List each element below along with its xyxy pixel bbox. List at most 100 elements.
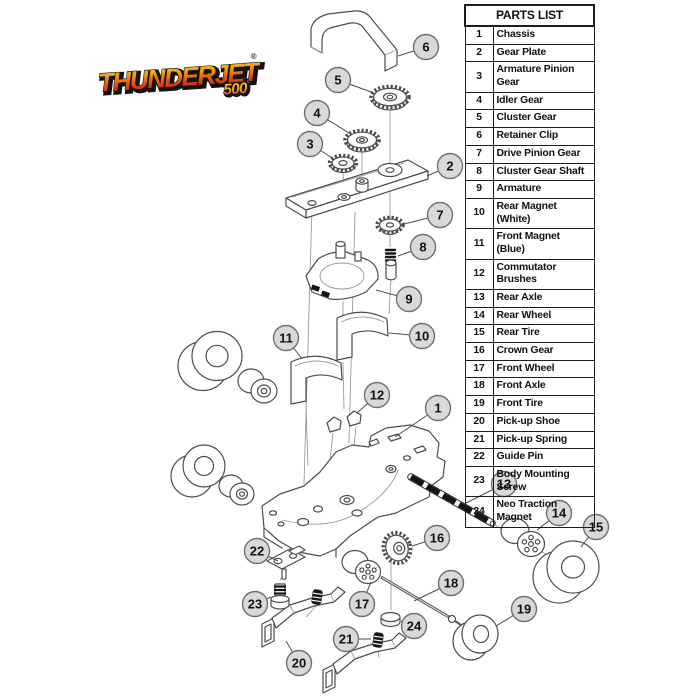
part-number: 10	[464, 197, 494, 230]
part-number: 6	[464, 127, 494, 146]
part-name: Front Tire	[492, 395, 595, 414]
callout-8	[409, 233, 437, 261]
guide-pin-drawing	[266, 545, 306, 580]
callout-number: 12	[370, 388, 384, 403]
callout-number: 2	[446, 159, 453, 174]
part-name: Armature	[492, 180, 595, 199]
callout-number: 22	[250, 544, 264, 559]
part-number: 19	[464, 395, 494, 414]
part-number: 20	[464, 412, 494, 432]
part-number: 16	[464, 342, 494, 361]
callout-number: 1	[434, 401, 441, 416]
part-name: Pick-up Spring	[492, 430, 595, 450]
front-tire-drawing	[452, 614, 499, 661]
callout-number: 21	[339, 632, 353, 647]
callout-3	[296, 130, 324, 158]
body-mounting-screw-drawing	[270, 583, 290, 610]
callout-9	[395, 285, 423, 313]
logo-500-text: 500	[223, 80, 249, 99]
callout-20	[285, 649, 313, 677]
callout-4	[303, 99, 331, 127]
callout-number: 4	[313, 106, 321, 121]
part-number: 24	[464, 496, 494, 528]
front-magnet-drawing	[290, 355, 343, 405]
part-number: 22	[464, 448, 494, 467]
part-name: Pick-up Shoe	[492, 412, 595, 432]
part-name: Cluster Gear	[492, 109, 595, 129]
part-number: 4	[464, 91, 494, 111]
part-name: Rear Wheel	[492, 306, 595, 326]
callout-22	[243, 537, 271, 565]
part-number: 5	[464, 109, 494, 129]
callout-number: 10	[415, 329, 429, 344]
part-name: Chassis	[492, 25, 595, 45]
callout-number: 18	[444, 576, 458, 591]
front-axle-drawing	[380, 575, 462, 626]
part-name: Guide Pin	[492, 448, 595, 467]
callout-17	[348, 590, 376, 618]
part-number: 17	[464, 359, 494, 379]
part-name: Retainer Clip	[492, 127, 595, 146]
callout-7	[426, 201, 454, 229]
pickup-spring2-drawing	[372, 631, 384, 649]
part-name: Crown Gear	[492, 342, 595, 361]
part-number: 11	[464, 228, 494, 260]
callout-number: 9	[405, 292, 412, 307]
part-number: 23	[464, 465, 494, 498]
crown-gear-drawing	[381, 530, 413, 566]
callout-6	[412, 33, 440, 61]
part-name: Cluster Gear Shaft	[492, 162, 595, 182]
part-number: 3	[464, 61, 494, 93]
part-name: Neo Traction Magnet	[492, 496, 595, 528]
callout-number: 3	[306, 137, 313, 152]
part-number: 7	[464, 144, 494, 164]
front-wheel-drawing	[341, 549, 382, 585]
part-name: Rear Tire	[492, 324, 595, 344]
part-name: Rear Magnet (White)	[492, 197, 595, 230]
callout-24	[400, 612, 428, 640]
idler-gear-drawing	[343, 128, 381, 153]
part-name: Rear Axle	[492, 289, 595, 308]
part-number: 1	[464, 25, 494, 45]
part-number: 2	[464, 43, 494, 63]
rear-tire-drawing	[532, 540, 600, 604]
part-number: 12	[464, 258, 494, 291]
rear-wheel-left-drawing	[237, 368, 278, 404]
rear-tire-left2-drawing	[170, 444, 226, 498]
part-number: 8	[464, 162, 494, 182]
pickup-spring-drawing	[311, 588, 323, 606]
callout-number: 23	[248, 597, 262, 612]
armature-pinion-gear-drawing	[327, 153, 359, 174]
registered-trademark-symbol: ®	[250, 52, 257, 61]
callout-number: 5	[334, 73, 341, 88]
callout-number: 7	[436, 208, 443, 223]
part-name: Front Axle	[492, 377, 595, 397]
part-name: Body Mounting Screw	[492, 465, 595, 498]
callout-number: 24	[407, 619, 422, 634]
rear-magnet-drawing	[336, 311, 389, 361]
part-number: 14	[464, 306, 494, 326]
rear-wheel-left2-drawing	[218, 474, 255, 506]
part-name: Armature Pinion Gear	[492, 61, 595, 93]
